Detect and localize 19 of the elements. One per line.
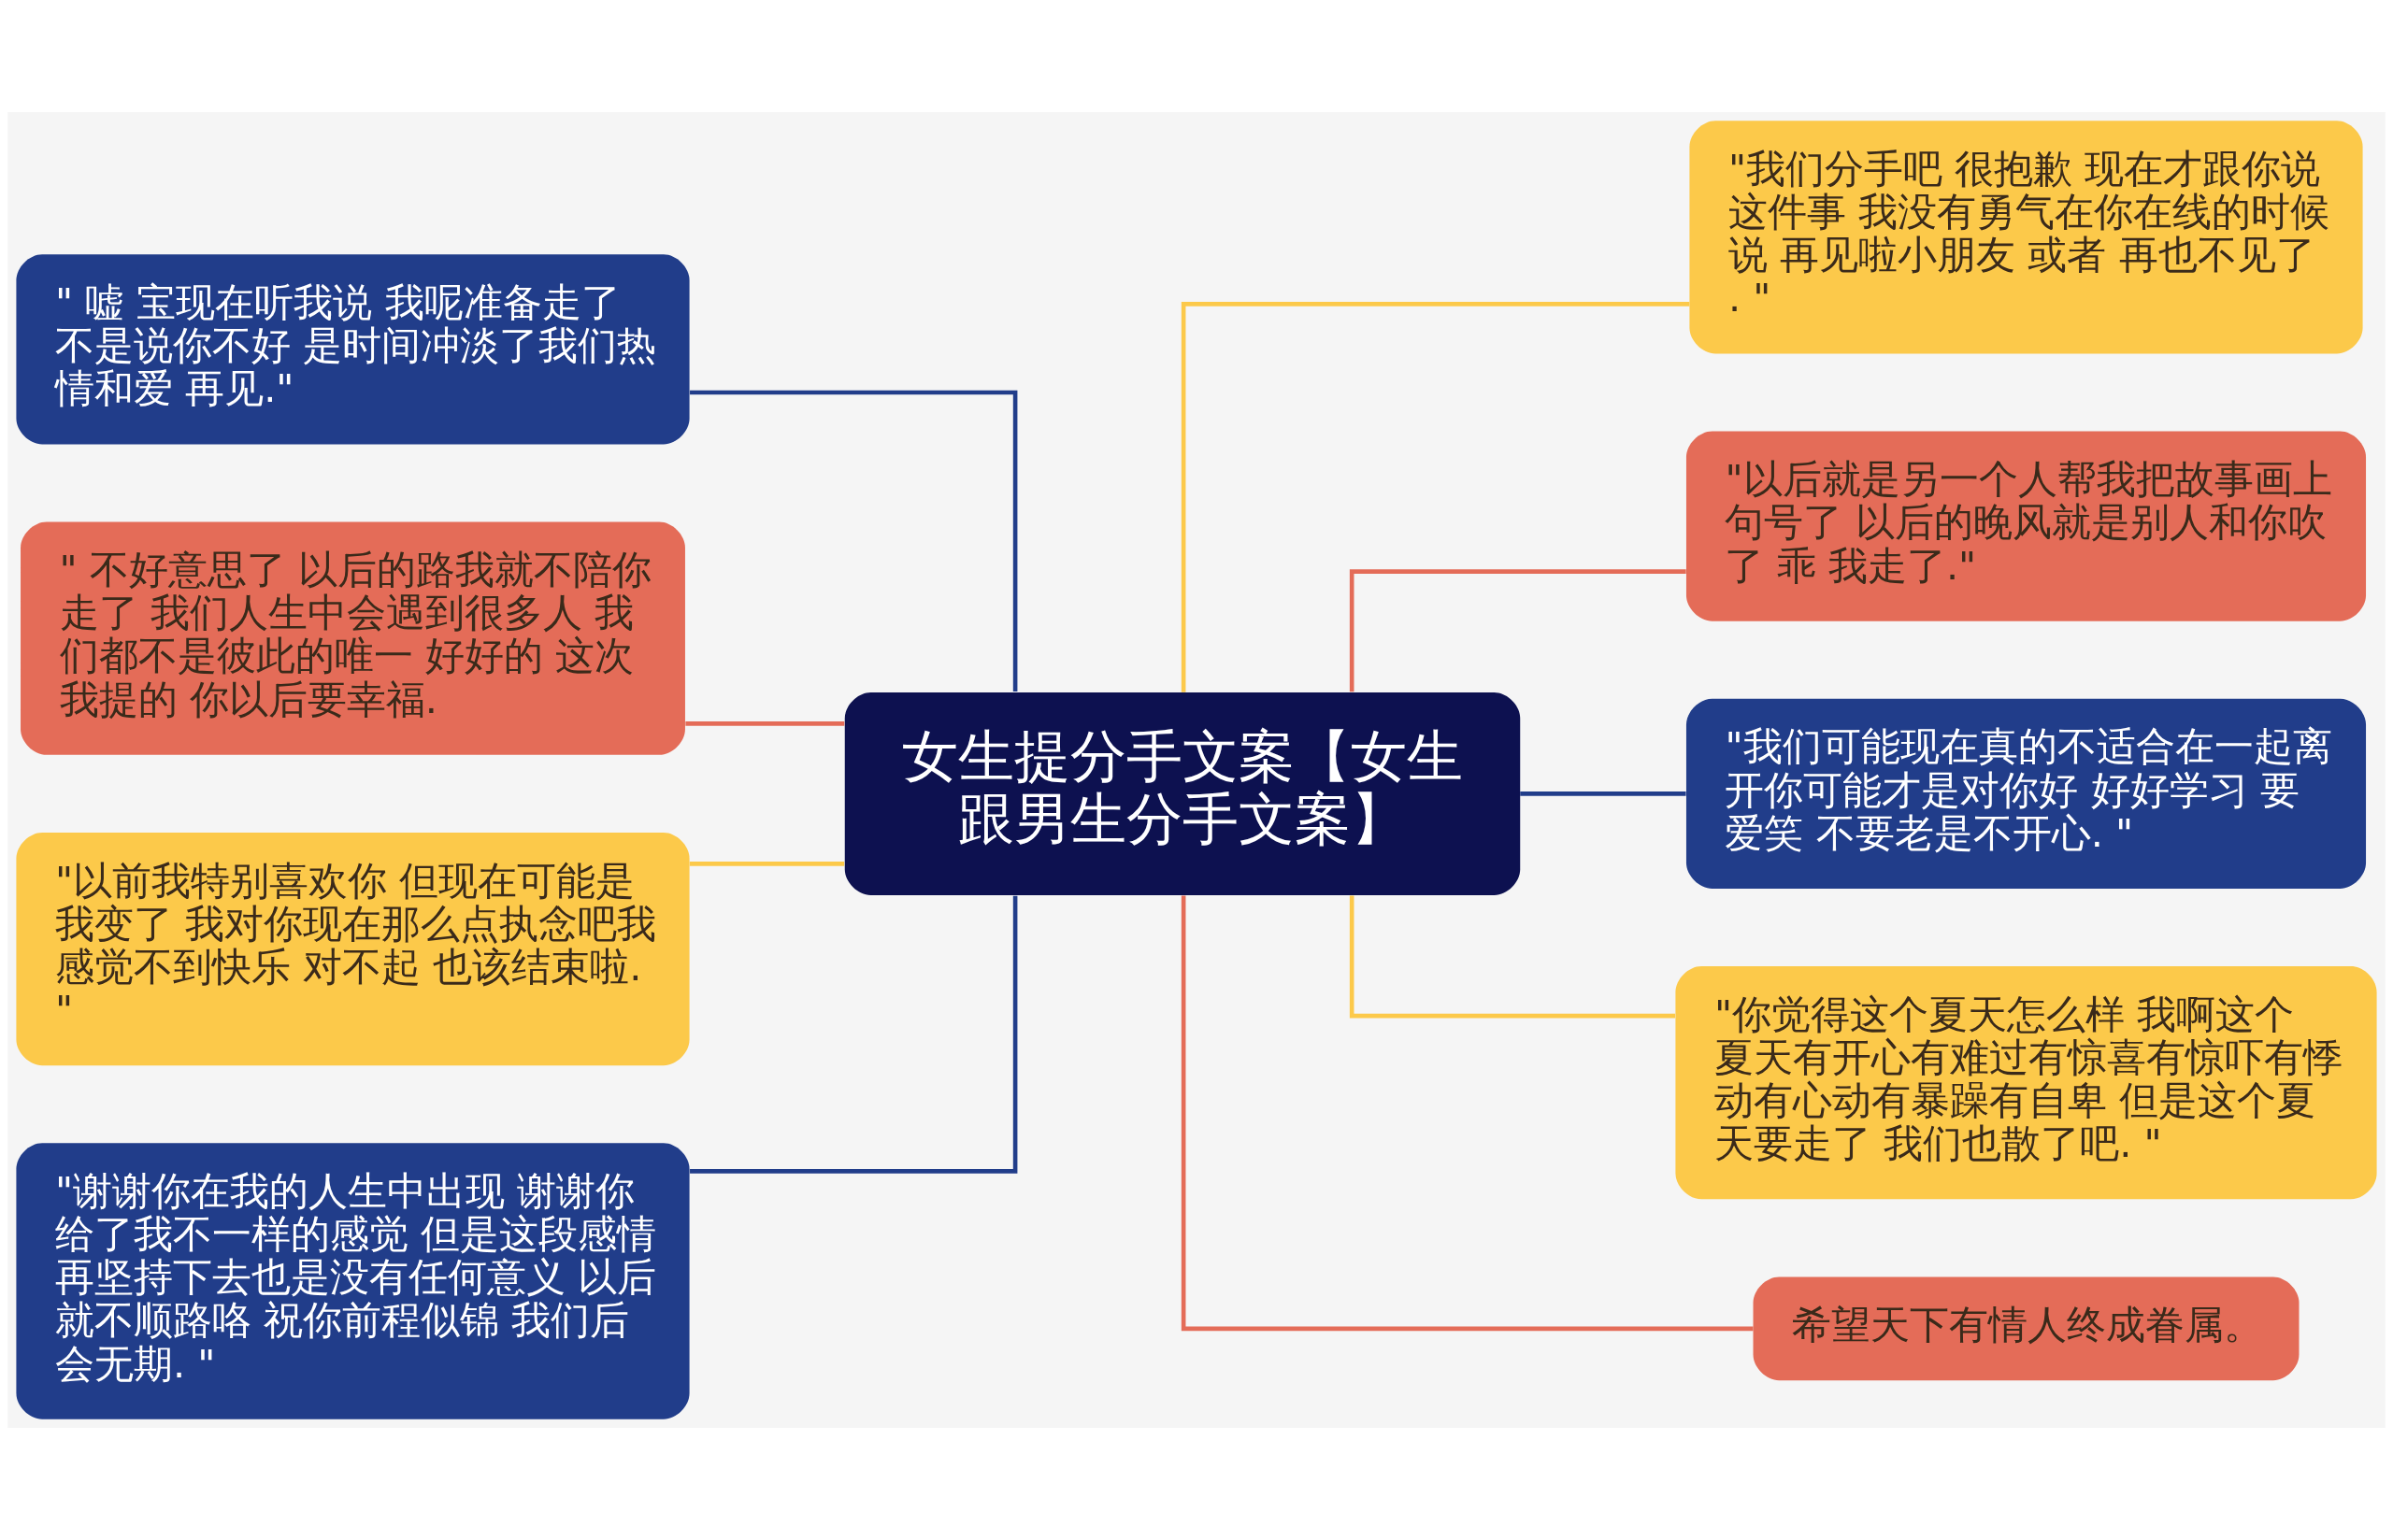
node-box: " 不好意思了 以后的路我就不陪你走了 我们人生中会遇到很多人 我们都不是彼此的唯一 好好的 这次我提的 你以后要幸福. [21,521,685,755]
node-box: "你觉得这个夏天怎么样 我啊这个夏天有开心有难过有惊喜有惊吓有悸动有心动有暴躁有自卑 但是这个夏天要走了 我们也散了吧. " [1675,966,2377,1200]
connector [690,895,1018,1174]
node-box: "以前我特别喜欢你 但现在可能是我变了 我对你现在那么点执念吧我感觉不到快乐 对不起 也该结束啦." [16,832,690,1066]
node-box: "谢谢你在我的人生中出现 谢谢你给了我不一样的感觉 但是这段感情再坚持下去也是没有任何意义 以后就不顺路咯 祝你前程似锦 我们后会无期. " [16,1143,690,1419]
node-box: " 嘘 宝现在听我说 我呢准备走了不是说你不好 是时间冲淡了我们热情和爱 再见." [16,254,690,445]
node-box: "我们分手吧 很抱歉 现在才跟你说这件事 我没有勇气在你在线的时候说 再见啦小朋友 或者 再也不见了. " [1689,121,2363,354]
node-box: "我们可能现在真的不适合在一起离开你可能才是对你好 好好学习 要爱笑 不要老是不开心. " [1685,698,2367,889]
connector [1349,569,1686,692]
node-box: 女生提分手文案【女生跟男生分手文案】 [844,692,1521,895]
connector [1520,791,1686,796]
node-box: "以后就是另一个人帮我把故事画上句号了 以后的晚风就是别人和你吹了 乖 我走了." [1685,431,2367,621]
connector [1181,302,1690,692]
node-box: 希望天下有情人终成眷属。 [1753,1276,2300,1381]
connector [689,862,845,866]
connector [690,390,1018,692]
connector [1181,895,1754,1332]
connector [685,721,845,726]
connector [1349,895,1676,1019]
